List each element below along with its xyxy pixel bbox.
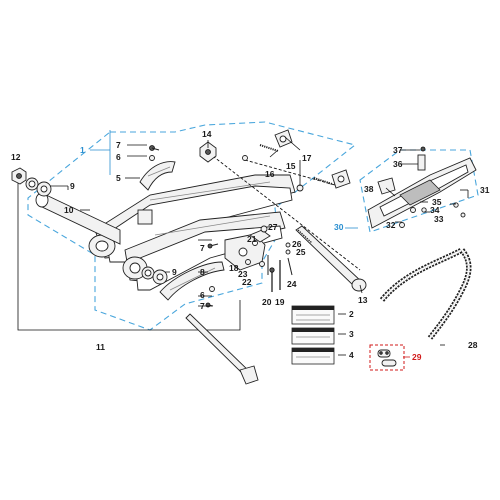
adjuster-bolts-15 (259, 144, 333, 185)
bushings-9-upper (25, 177, 52, 197)
label-sticker-2 (291, 305, 335, 325)
group-1-leader (90, 130, 111, 175)
clip-27 (260, 225, 268, 233)
label-sticker-4 (291, 347, 335, 365)
callout-9-upper: 9 (70, 181, 75, 191)
callout-31: 31 (480, 185, 490, 195)
adjuster-nuts-16 (242, 155, 304, 192)
callout-17: 17 (302, 153, 312, 163)
callout-7-lower: 7 (200, 301, 205, 311)
callout-37: 37 (393, 145, 403, 155)
callout-9-lower: 9 (172, 267, 177, 277)
callout-3: 3 (349, 329, 354, 339)
callout-20: 20 (262, 297, 272, 307)
callout-27: 27 (268, 222, 278, 232)
callout-6-upper: 6 (116, 152, 121, 162)
master-link-box-29 (369, 344, 405, 371)
callout-11: 11 (96, 342, 105, 352)
rear-axle-13 (295, 225, 367, 292)
swingarm-assembly-outline (27, 121, 357, 331)
callout-18: 18 (229, 263, 239, 273)
callout-29: 29 (412, 352, 422, 362)
callout-36: 36 (393, 159, 403, 169)
pivot-nut-12 (11, 167, 27, 185)
callout-leaders (50, 136, 469, 356)
slider-bolts-7-upper (149, 145, 160, 161)
callout-8: 8 (200, 267, 205, 277)
callout-16: 16 (265, 169, 275, 179)
callout-21: 21 (247, 234, 257, 244)
callout-14: 14 (202, 129, 212, 139)
callout-30: 30 (334, 222, 344, 232)
callout-15: 15 (286, 161, 296, 171)
master-link-29 (377, 349, 397, 367)
axle-11-leader (17, 178, 241, 331)
callout-34: 34 (430, 205, 440, 215)
callout-38: 38 (364, 184, 374, 194)
brake-bracket-18 (224, 233, 266, 271)
callout-22: 22 (242, 277, 252, 287)
callout-1: 1 (80, 145, 85, 155)
callout-6-lower: 6 (200, 290, 205, 300)
bushings-9-lower (141, 266, 168, 285)
bolts-22-23 (245, 255, 269, 275)
callout-13: 13 (358, 295, 368, 305)
callout-24: 24 (287, 279, 297, 289)
callout-4: 4 (349, 350, 354, 360)
label-sticker-3 (291, 327, 335, 345)
callout-33: 33 (434, 214, 444, 224)
bracket-21 (249, 229, 271, 243)
callout-32: 32 (386, 220, 396, 230)
callout-23: 23 (238, 269, 248, 279)
pivot-axle-11 (185, 313, 259, 385)
slider-bolts-7-lower (205, 243, 219, 308)
callout-5: 5 (116, 173, 121, 183)
callout-25: 25 (296, 247, 306, 257)
callout-28: 28 (468, 340, 478, 350)
drive-chain-28 (379, 246, 472, 340)
callout-10: 10 (64, 205, 74, 215)
callout-12: 12 (11, 152, 21, 162)
swingarm-axis-dotted (204, 149, 361, 271)
bolt-20 (269, 267, 275, 292)
guide-hardware-31-35 (399, 202, 466, 228)
callout-19: 19 (275, 297, 285, 307)
chain-slider-5 (139, 161, 176, 191)
callout-2: 2 (349, 309, 354, 319)
pivot-collar-10 (35, 192, 121, 245)
adjuster-axis-dotted (244, 159, 336, 186)
callout-labels: 1 2 3 4 5 6 6 7 7 7 8 9 9 10 11 12 13 14… (11, 129, 490, 362)
chain-guide-assembly-outline (359, 149, 479, 233)
guide-bracket-36-37-38 (377, 146, 426, 195)
callout-7-upper: 7 (116, 140, 121, 150)
chain-guide-30 (367, 157, 477, 229)
adjuster-plate-17-upper (274, 129, 293, 148)
parts-24-25-26 (285, 242, 293, 276)
adjuster-plate-17-lower (331, 169, 351, 189)
callout-7-mid: 7 (200, 243, 205, 253)
callout-35: 35 (432, 197, 442, 207)
callout-26: 26 (292, 239, 302, 249)
